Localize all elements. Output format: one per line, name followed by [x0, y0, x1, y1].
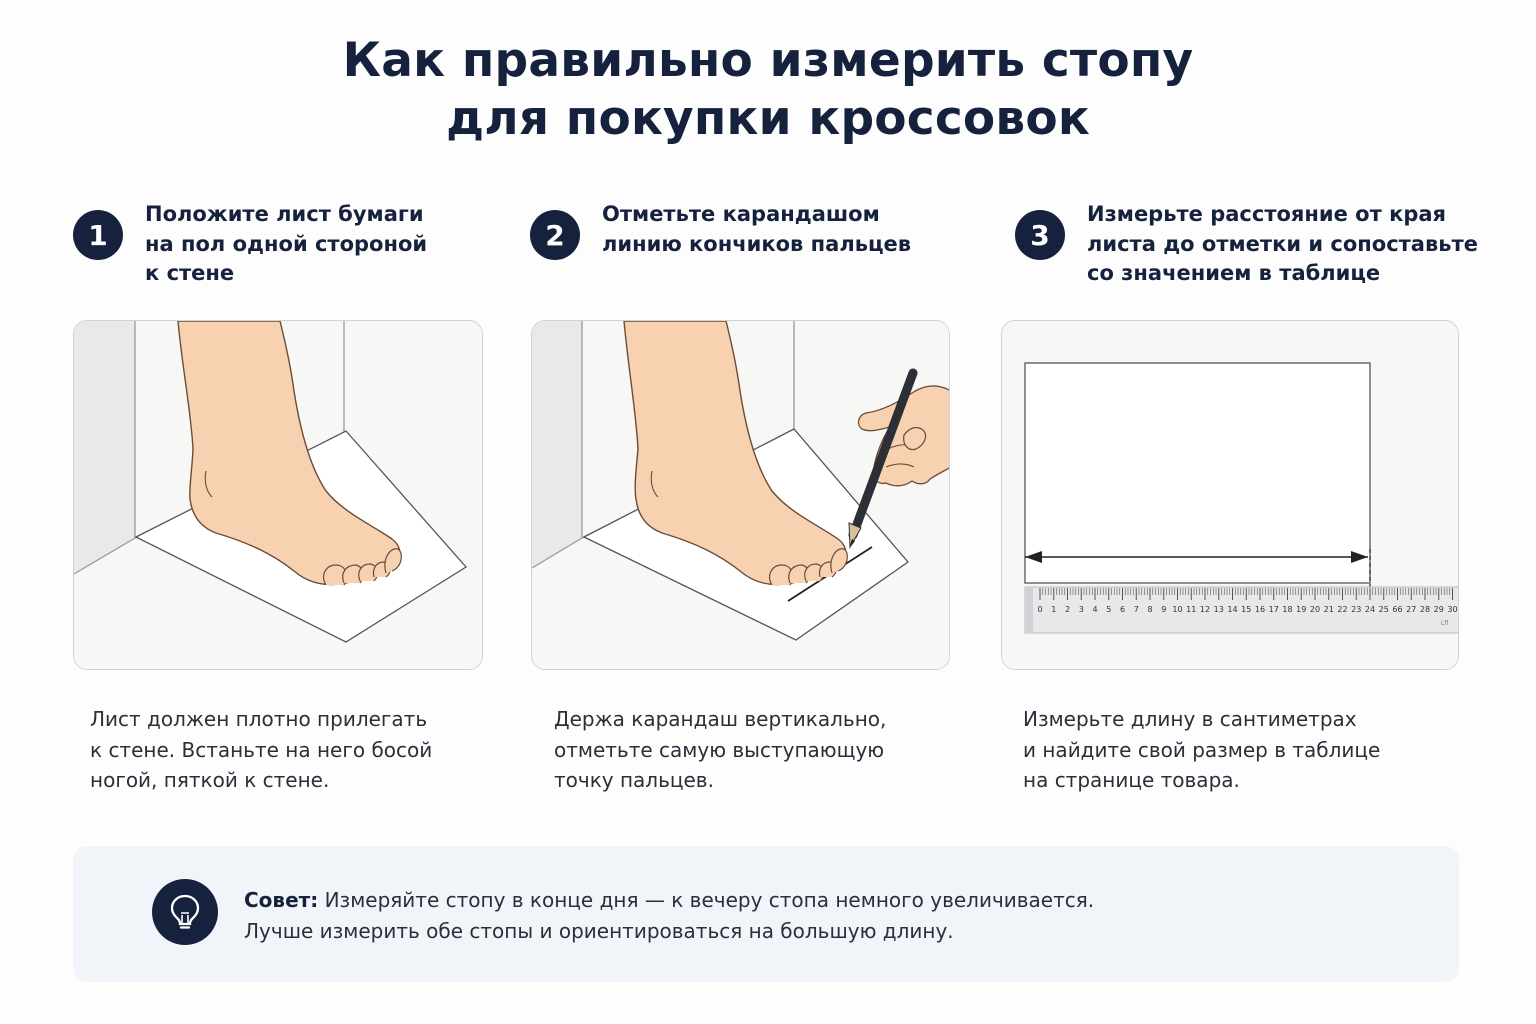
ruler-label: 1 [1051, 605, 1056, 614]
step-2-badge: 2 [530, 210, 580, 260]
step-2-desc-line: Держа карандаш вертикально, [554, 707, 887, 731]
page-title: Как правильно измерить стопу для покупки… [0, 32, 1536, 148]
step-1-description: Лист должен плотно прилегать к стене. Вс… [90, 704, 432, 796]
ruler-label: 4 [1092, 605, 1097, 614]
step-3-desc-line: Измерьте длину в сантиметрах [1023, 707, 1357, 731]
tip-line-1-text: Измеряйте стопу в конце дня — к вечеру с… [324, 888, 1095, 912]
step-1-title-line: к стене [145, 261, 235, 285]
foot-on-paper-illustration [74, 321, 482, 669]
step-1-title: Положите лист бумаги на пол одной сторон… [145, 200, 427, 289]
step-2-desc-line: отметьте самую выступающую [554, 737, 885, 762]
svg-text:Lfl: Lfl [1441, 620, 1448, 627]
ruler-ticks [1039, 588, 1453, 600]
step-2-desc-line: точку пальцев. [554, 768, 714, 792]
ruler-label: 17 [1269, 605, 1279, 614]
ruler-label: 25 [1379, 605, 1389, 614]
step-3-title-line: Измерьте расстояние от края [1087, 202, 1447, 226]
lightbulb-icon [152, 879, 218, 945]
ruler-label: 22 [1337, 605, 1347, 614]
tip-box: Совет: Измеряйте стопу в конце дня — к в… [73, 846, 1459, 982]
ruler-label: 10 [1172, 605, 1182, 614]
ruler-label: 3 [1079, 605, 1084, 614]
step-2-title: Отметьте карандашом линию кончиков пальц… [602, 200, 911, 259]
ruler-label: 8 [1147, 605, 1152, 614]
step-1-desc-line: к стене. Встаньте на него босой [90, 737, 433, 762]
step-1-desc-line: ногой, пяткой к стене. [90, 768, 330, 792]
step-3-desc-line: на странице товара. [1023, 768, 1240, 792]
title-line-2: для покупки кроссовок [446, 91, 1090, 146]
ruler-label: 30 [1447, 605, 1457, 614]
paper-sheet [1024, 362, 1371, 584]
step-3-title-line: листа до отметки и сопоставьте [1087, 231, 1478, 256]
step-3-description: Измерьте длину в сантиметрах и найдите с… [1023, 704, 1380, 796]
step-1-heading: 1 Положите лист бумаги на пол одной стор… [73, 200, 427, 289]
step-2-title-line: линию кончиков пальцев [602, 231, 912, 256]
step-1-desc-line: Лист должен плотно прилегать [90, 707, 428, 731]
measure-arrow-right [1351, 551, 1368, 563]
step-1-title-line: Положите лист бумаги [145, 202, 424, 226]
ruler-label: 6 [1120, 605, 1125, 614]
ruler-label: 2 [1065, 605, 1070, 614]
step-2-title-line: Отметьте карандашом [602, 202, 880, 226]
ruler-label: 0 [1037, 605, 1042, 614]
step-1-illustration [73, 320, 483, 670]
ruler-label: 13 [1214, 605, 1224, 614]
step-3-heading: 3 Измерьте расстояние от края листа до о… [1015, 200, 1478, 289]
step-2-illustration [531, 320, 950, 670]
tip-label: Совет: [244, 888, 319, 912]
title-line-1: Как правильно измерить стопу [342, 33, 1194, 88]
ruler-label: 11 [1186, 605, 1196, 614]
step-3-title: Измерьте расстояние от края листа до отм… [1087, 200, 1478, 289]
ruler-label: 12 [1200, 605, 1210, 614]
measure-arrow-left [1025, 551, 1042, 563]
ruler-label: 14 [1227, 605, 1237, 614]
ruler-label: 66 [1392, 605, 1402, 614]
step-1-badge: 1 [73, 210, 123, 260]
ruler-label: 9 [1161, 605, 1166, 614]
ruler-label: 21 [1324, 605, 1334, 614]
step-2-heading: 2 Отметьте карандашом линию кончиков пал… [530, 200, 911, 260]
ruler-label: 5 [1106, 605, 1111, 614]
ruler-label: 18 [1282, 605, 1292, 614]
step-2-description: Держа карандаш вертикально, отметьте сам… [554, 704, 886, 796]
tip-line-2: Лучше измерить обе стопы и ориентировать… [244, 919, 954, 943]
ruler-label: 27 [1406, 605, 1416, 614]
step-3-title-line: со значением в таблице [1087, 261, 1381, 285]
ruler-label: 7 [1134, 605, 1139, 614]
ruler-label: 24 [1365, 605, 1375, 614]
step-3-desc-line: и найдите свой размер в таблице [1023, 737, 1381, 762]
pencil-mark-illustration [532, 321, 949, 669]
tip-text: Совет: Измеряйте стопу в конце дня — к в… [244, 885, 1094, 947]
tip-line-1: Совет: Измеряйте стопу в конце дня — к в… [244, 885, 1094, 916]
ruler-label: 19 [1296, 605, 1306, 614]
ruler-label: 15 [1241, 605, 1251, 614]
ruler-label: 29 [1434, 605, 1444, 614]
step-3-badge: 3 [1015, 210, 1065, 260]
ruler-label: 28 [1420, 605, 1430, 614]
ruler-label: 23 [1351, 605, 1361, 614]
ruler-label: 16 [1255, 605, 1265, 614]
ruler-label: 20 [1310, 605, 1320, 614]
step-1-title-line: на пол одной стороной [145, 231, 428, 256]
